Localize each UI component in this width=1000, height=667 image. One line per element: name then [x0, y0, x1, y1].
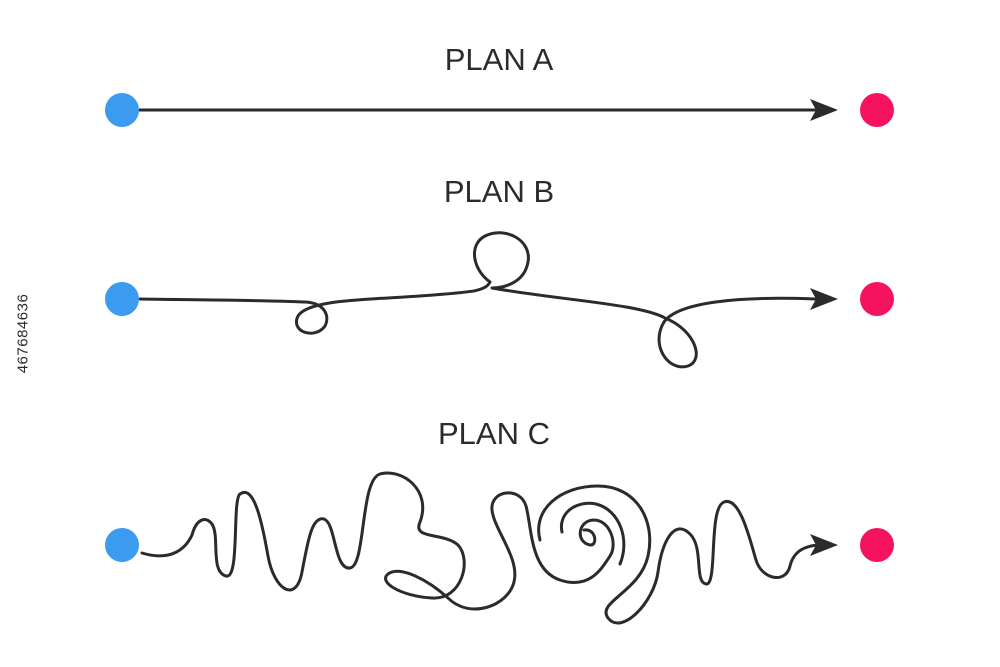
plan-a-end-point [860, 93, 894, 127]
plan-b-path [138, 231, 817, 369]
plan-b-group: PLAN B [105, 174, 894, 369]
plan-a-start-point [105, 93, 139, 127]
plan-c-start-point [105, 528, 139, 562]
plan-b-arrowhead [810, 288, 838, 310]
plan-c-group: PLAN C [105, 416, 894, 625]
plan-b-start-point [105, 282, 139, 316]
plan-c-path [140, 471, 820, 625]
plan-a-title: PLAN A [445, 42, 554, 77]
plan-c-end-point [860, 528, 894, 562]
plan-a-group: PLAN A [105, 42, 894, 127]
plan-b-title: PLAN B [444, 174, 554, 209]
plan-c-arrowhead [810, 534, 838, 556]
plan-a-arrowhead [810, 99, 838, 121]
stock-watermark-id: 467684636 [6, 0, 40, 667]
watermark-id-text: 467684636 [14, 293, 32, 374]
plan-c-title: PLAN C [438, 416, 550, 451]
plan-b-end-point [860, 282, 894, 316]
